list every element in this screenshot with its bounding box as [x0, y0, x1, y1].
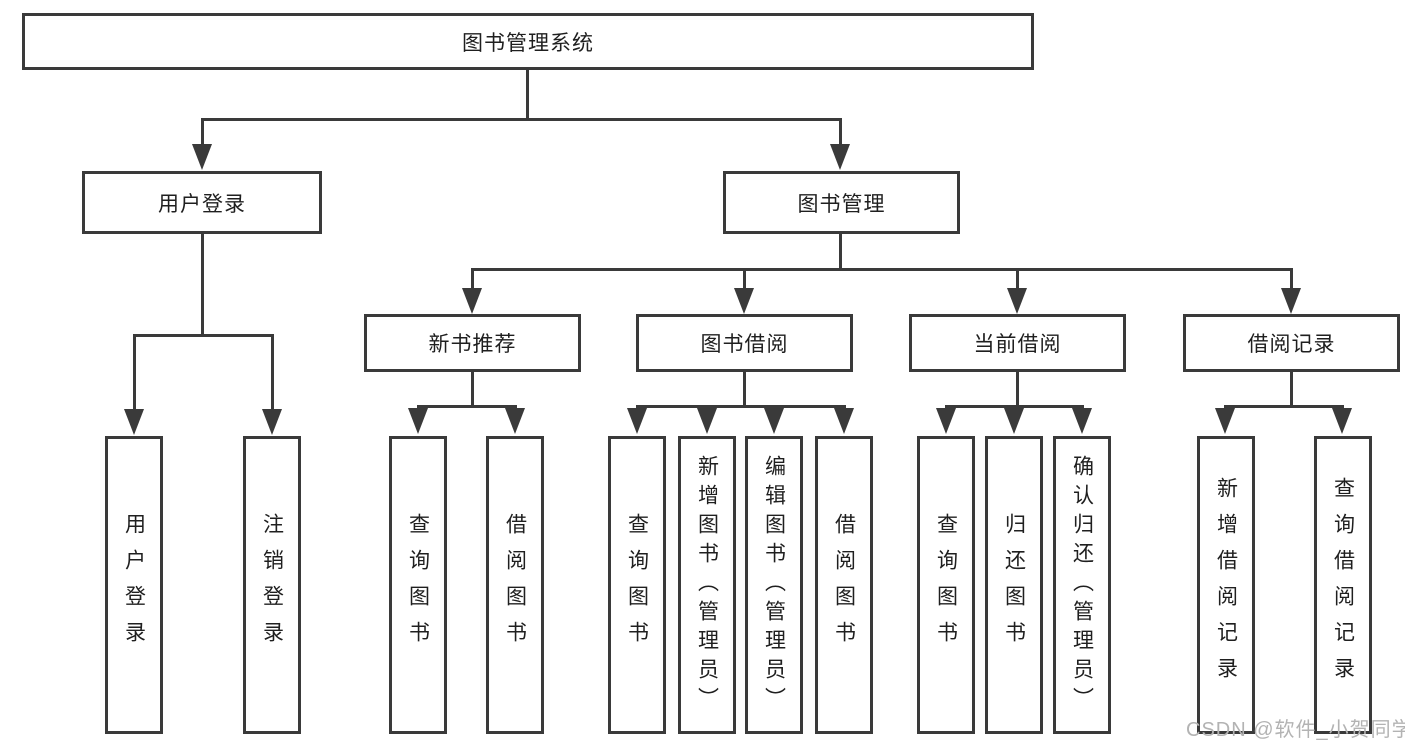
- leaf-logout-label: 注销登录: [260, 513, 284, 657]
- leaf-borrow-books-recommend-label: 借阅图书: [503, 513, 527, 657]
- leaf-add-book-admin-label: 新增图书（管理员）: [695, 454, 719, 716]
- leaf-query-books-borrow: 查询图书: [608, 436, 666, 734]
- leaf-query-books-current: 查询图书: [917, 436, 975, 734]
- arrow-down-icon: [192, 144, 212, 170]
- leaf-query-books-recommend: 查询图书: [389, 436, 447, 734]
- node-new-book-recommend: 新书推荐: [364, 314, 581, 372]
- arrow-down-icon: [936, 408, 956, 434]
- connector-line: [471, 372, 474, 408]
- connector-line: [201, 118, 204, 148]
- arrow-down-icon: [830, 144, 850, 170]
- leaf-borrow-books-recommend: 借阅图书: [486, 436, 544, 734]
- leaf-add-borrow-record: 新增借阅记录: [1197, 436, 1255, 734]
- arrow-down-icon: [462, 288, 482, 314]
- arrow-down-icon: [1281, 288, 1301, 314]
- arrow-down-icon: [834, 408, 854, 434]
- connector-line: [839, 118, 842, 148]
- node-book-borrow: 图书借阅: [636, 314, 853, 372]
- arrow-down-icon: [262, 409, 282, 435]
- connector-line: [1290, 268, 1293, 292]
- csdn-watermark: CSDN @软件_小贺同学: [1186, 719, 1405, 741]
- arrow-down-icon: [1072, 408, 1092, 434]
- leaf-user-login-label: 用户登录: [122, 513, 146, 657]
- leaf-return-books: 归还图书: [985, 436, 1043, 734]
- leaf-add-borrow-record-label: 新增借阅记录: [1214, 477, 1238, 693]
- connector-line: [1016, 372, 1019, 408]
- connector-line: [1290, 372, 1293, 408]
- connector-line: [133, 334, 136, 412]
- leaf-logout: 注销登录: [243, 436, 301, 734]
- arrow-down-icon: [408, 408, 428, 434]
- connector-line: [945, 405, 1084, 408]
- node-borrow-records: 借阅记录: [1183, 314, 1400, 372]
- leaf-edit-book-admin: 编辑图书（管理员）: [745, 436, 803, 734]
- leaf-borrow-books: 借阅图书: [815, 436, 873, 734]
- connector-line: [636, 405, 846, 408]
- connector-line: [201, 234, 204, 337]
- node-current-borrow: 当前借阅: [909, 314, 1126, 372]
- node-library-system: 图书管理系统: [22, 13, 1034, 70]
- arrow-down-icon: [1215, 408, 1235, 434]
- arrow-down-icon: [1004, 408, 1024, 434]
- node-user-login: 用户登录: [82, 171, 322, 234]
- leaf-confirm-return-admin: 确认归还（管理员）: [1053, 436, 1111, 734]
- arrow-down-icon: [764, 408, 784, 434]
- arrow-down-icon: [697, 408, 717, 434]
- connector-line: [471, 268, 1293, 271]
- leaf-return-books-label: 归还图书: [1002, 513, 1026, 657]
- connector-line: [1016, 268, 1019, 292]
- leaf-add-book-admin: 新增图书（管理员）: [678, 436, 736, 734]
- leaf-query-books-recommend-label: 查询图书: [406, 513, 430, 657]
- arrow-down-icon: [1332, 408, 1352, 434]
- arrow-down-icon: [627, 408, 647, 434]
- connector-line: [526, 70, 529, 121]
- connector-line: [133, 334, 274, 337]
- arrow-down-icon: [505, 408, 525, 434]
- leaf-query-borrow-record-label: 查询借阅记录: [1331, 477, 1355, 693]
- leaf-query-books-current-label: 查询图书: [934, 513, 958, 657]
- connector-line: [743, 268, 746, 292]
- connector-line: [1224, 405, 1344, 408]
- connector-line: [417, 405, 517, 408]
- connector-line: [839, 234, 842, 271]
- connector-line: [271, 334, 274, 412]
- leaf-edit-book-admin-label: 编辑图书（管理员）: [762, 454, 786, 716]
- connector-line: [201, 118, 841, 121]
- connector-line: [471, 268, 474, 292]
- node-book-management: 图书管理: [723, 171, 960, 234]
- arrow-down-icon: [124, 409, 144, 435]
- connector-line: [743, 372, 746, 408]
- arrow-down-icon: [1007, 288, 1027, 314]
- arrow-down-icon: [734, 288, 754, 314]
- leaf-query-borrow-record: 查询借阅记录: [1314, 436, 1372, 734]
- leaf-borrow-books-label: 借阅图书: [832, 513, 856, 657]
- leaf-confirm-return-admin-label: 确认归还（管理员）: [1070, 454, 1094, 716]
- leaf-query-books-borrow-label: 查询图书: [625, 513, 649, 657]
- leaf-user-login: 用户登录: [105, 436, 163, 734]
